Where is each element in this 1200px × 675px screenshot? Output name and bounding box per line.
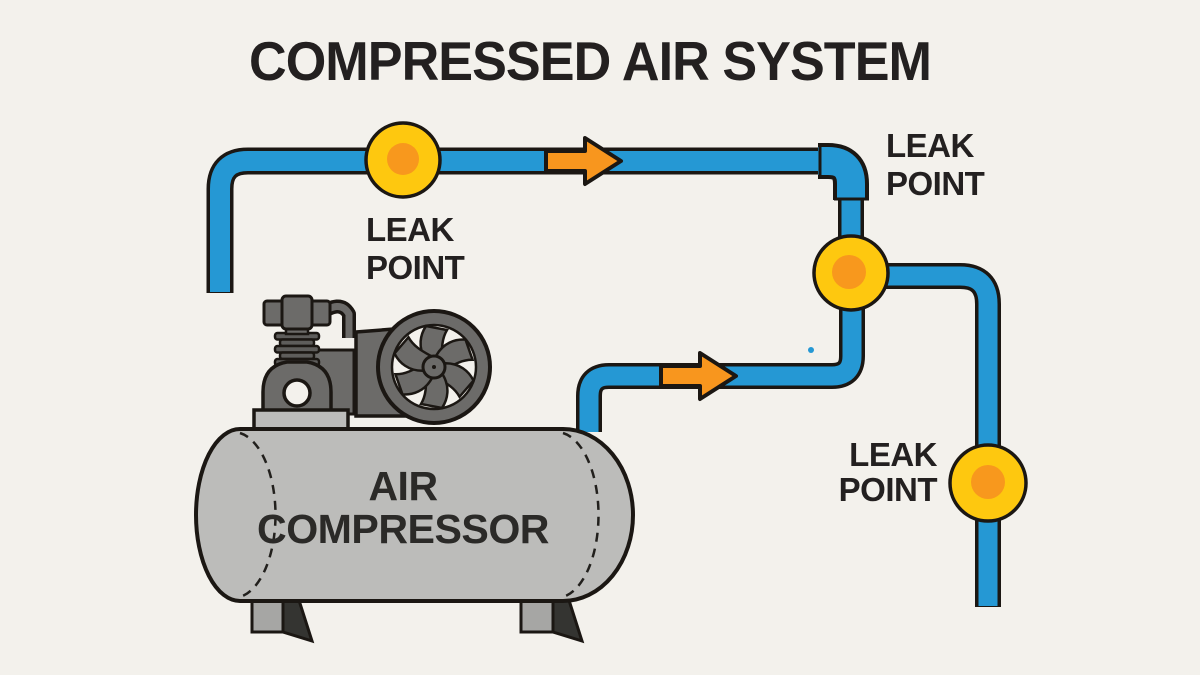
leak-point-labels: LEAK POINT LEAK POINT LEAK POINT — [366, 127, 985, 508]
leak-point-label-top-right: LEAK POINT — [886, 127, 985, 202]
leak-point-marker-middle — [812, 234, 890, 312]
leak-marker-inner — [971, 465, 1005, 499]
leak-point-marker-top-left — [364, 121, 442, 199]
tank-label-line2: COMPRESSOR — [257, 506, 549, 552]
pipe-top-run-fill — [210, 151, 832, 292]
tank-feet — [250, 592, 585, 644]
flywheel — [376, 309, 492, 425]
cylinder-head-cap — [262, 294, 332, 331]
pipe-elbow-fitting — [818, 143, 869, 201]
leak-label-line1: LEAK — [849, 436, 938, 473]
tank-right-rim-dashed — [562, 431, 600, 599]
pipe-top-run — [206, 147, 832, 293]
air-compressor: AIR COMPRESSOR — [194, 294, 635, 644]
compressor-tank: AIR COMPRESSOR — [194, 427, 635, 603]
leak-label-line1: LEAK — [366, 211, 455, 248]
leak-point-marker-bottom-right — [948, 443, 1028, 523]
pipe-speck — [808, 347, 814, 353]
pipe-right-branch-fill — [858, 266, 998, 606]
leak-label-line1: LEAK — [886, 127, 975, 164]
head-cap-center — [280, 294, 314, 331]
flow-arrow-top — [544, 136, 623, 186]
pipe-right-branch — [858, 263, 1001, 607]
elbow-fitting-fill — [818, 147, 865, 200]
leak-label-line2: POINT — [366, 249, 465, 286]
flow-arrow-middle — [659, 351, 738, 401]
leak-point-label-top-left: LEAK POINT — [366, 211, 465, 286]
tank-label-line1: AIR — [368, 463, 437, 509]
leak-label-line2: POINT — [886, 165, 985, 202]
leak-label-line2: POINT — [839, 471, 938, 508]
flywheel-axle-dot — [432, 365, 436, 369]
leak-point-markers — [364, 121, 1028, 523]
diagram-title: COMPRESSED AIR SYSTEM — [249, 30, 931, 92]
leak-point-label-bottom-right: LEAK POINT — [839, 436, 939, 508]
leak-marker-inner — [832, 255, 866, 289]
flow-arrows — [544, 136, 738, 401]
tank-left-rim-dashed — [239, 431, 277, 599]
leak-marker-inner — [387, 143, 419, 175]
sight-glass — [282, 378, 312, 408]
tank-body — [194, 427, 635, 603]
